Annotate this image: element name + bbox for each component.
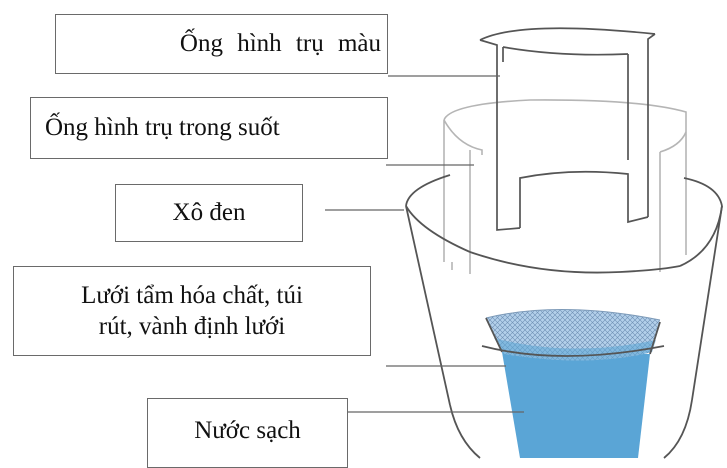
label-colored-tube: Ống hình trụ màu bbox=[55, 14, 388, 74]
leader-lines bbox=[325, 75, 524, 413]
label-clear-tube: Ống hình trụ trong suốt bbox=[30, 97, 388, 159]
label-treated-net: Lưới tẩm hóa chất, túi rút, vành định lư… bbox=[13, 266, 371, 356]
clear-tube bbox=[443, 99, 687, 274]
label-black-bucket: Xô đen bbox=[115, 184, 303, 242]
colored-tube bbox=[479, 27, 656, 231]
clean-water bbox=[502, 352, 650, 458]
label-clean-water: Nước sạch bbox=[147, 398, 348, 468]
black-bucket bbox=[405, 174, 723, 459]
